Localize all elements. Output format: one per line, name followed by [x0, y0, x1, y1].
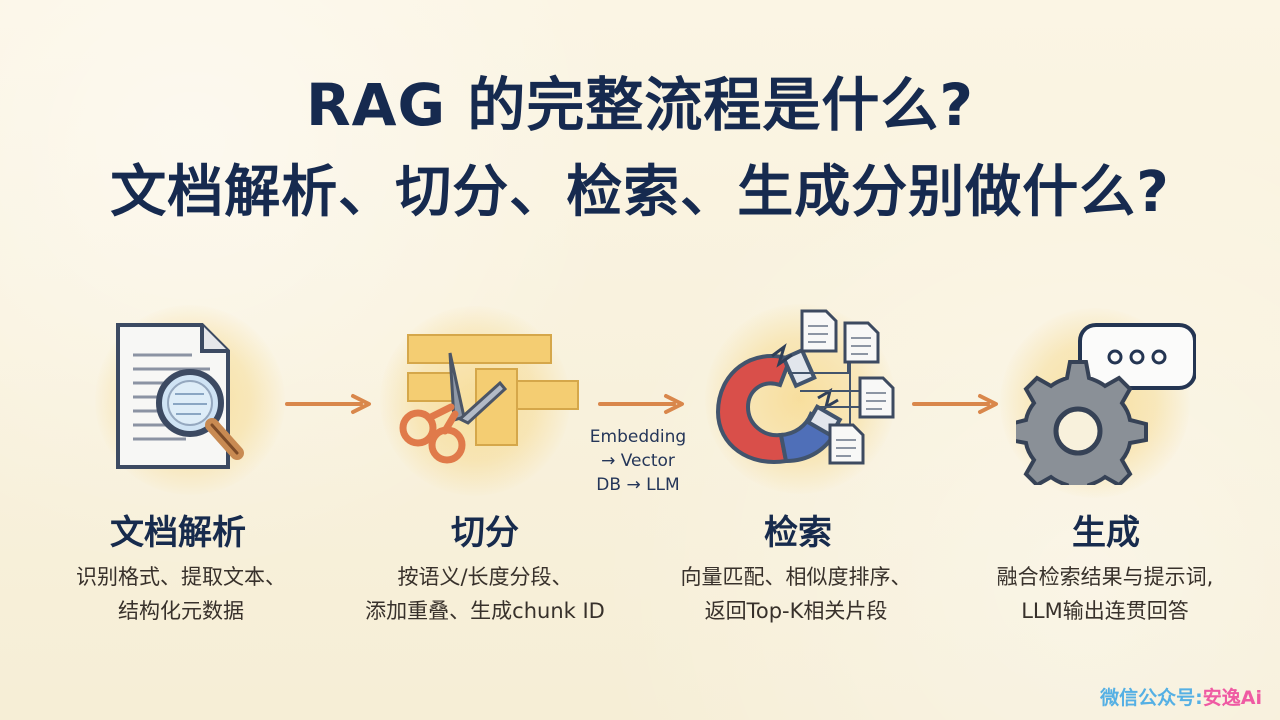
embedding-label-line-3: DB → LLM [596, 475, 680, 495]
step-desc-split-line-2: 添加重叠、生成chunk ID [365, 599, 605, 623]
gear-chat-icon [1008, 315, 1197, 503]
magnet-documents-icon [700, 303, 910, 487]
watermark-brand: 安逸Ai [1202, 687, 1262, 709]
embedding-flow-label: Embedding → Vector DB → LLM [578, 425, 698, 497]
step-desc-generate: 融合检索结果与提示词, LLM输出连贯回答 [955, 560, 1255, 628]
scissors-icon [392, 325, 592, 489]
step-desc-retrieve-line-1: 向量匹配、相似度排序、 [680, 565, 912, 589]
step-desc-split: 按语义/长度分段、 添加重叠、生成chunk ID [335, 560, 635, 628]
step-desc-parse: 识别格式、提取文本、 结构化元数据 [31, 560, 331, 628]
document-search-icon [100, 315, 270, 489]
step-title-split: 切分 [451, 513, 519, 553]
embedding-label-line-1: Embedding [589, 427, 687, 447]
arrow-1 [285, 392, 375, 416]
page-title-line-1: RAG 的完整流程是什么? [306, 71, 974, 139]
embedding-label-line-2: → Vector [601, 451, 675, 471]
step-desc-parse-line-1: 识别格式、提取文本、 [76, 565, 286, 589]
step-desc-retrieve-line-2: 返回Top-K相关片段 [704, 599, 888, 623]
step-desc-generate-line-2: LLM输出连贯回答 [1021, 599, 1189, 623]
step-desc-retrieve: 向量匹配、相似度排序、 返回Top-K相关片段 [646, 560, 946, 628]
step-title-retrieve: 检索 [764, 513, 832, 553]
arrow-3 [912, 392, 1002, 416]
step-title-generate: 生成 [1072, 513, 1140, 553]
step-desc-split-line-1: 按语义/长度分段、 [397, 565, 573, 589]
arrow-2 [598, 392, 688, 416]
step-desc-generate-line-1: 融合检索结果与提示词, [996, 565, 1214, 589]
step-title-parse: 文档解析 [110, 513, 246, 553]
step-desc-parse-line-2: 结构化元数据 [118, 599, 244, 623]
page-title-line-2: 文档解析、切分、检索、生成分别做什么? [110, 160, 1170, 225]
watermark-prefix: 微信公众号: [1100, 687, 1203, 709]
wechat-watermark: 微信公众号:安逸Ai [1100, 683, 1262, 710]
